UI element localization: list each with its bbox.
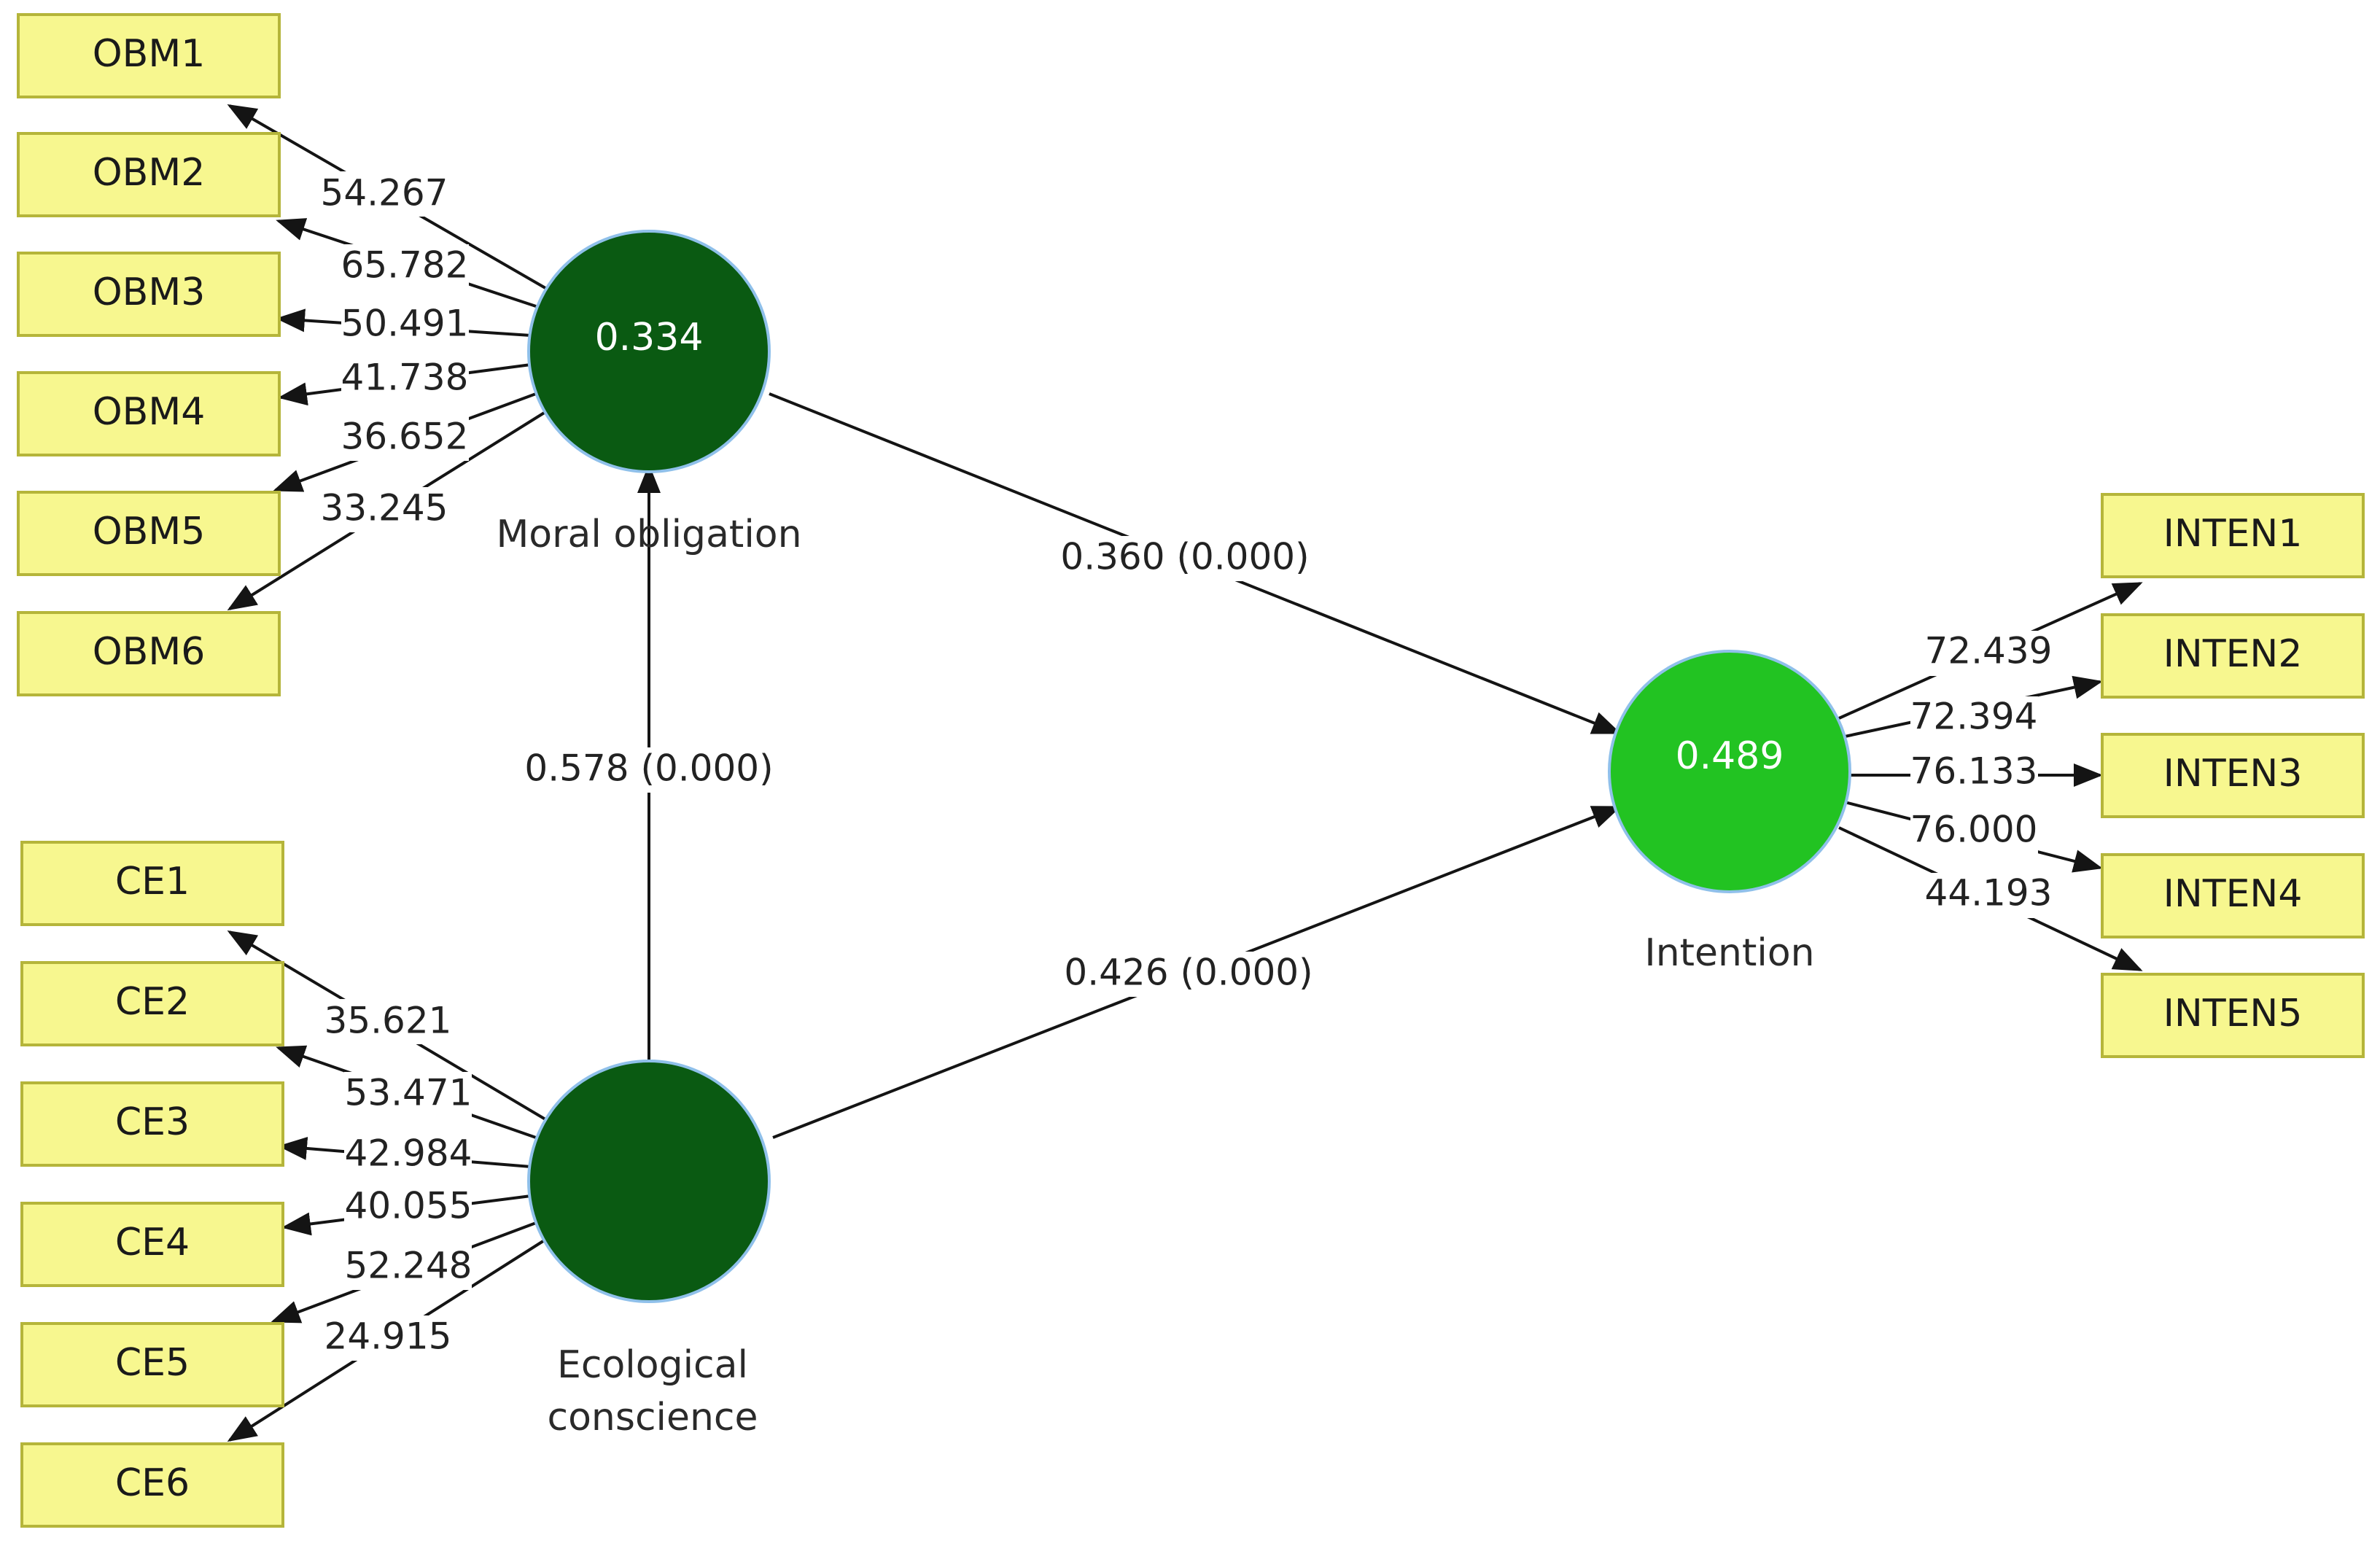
path-label-moral-obligation-to-intention: 0.360 (0.000) — [1060, 536, 1309, 578]
indicator-obm5[interactable]: OBM5 — [17, 491, 281, 576]
path-label-ecological-conscience-to-moral-obligation: 0.578 (0.000) — [524, 747, 773, 790]
halo-ce1 — [324, 999, 452, 1044]
halo-ce3 — [344, 1132, 472, 1178]
loading-label-inten2: 72.394 — [1910, 696, 2038, 738]
indicator-label-obm2: OBM2 — [93, 151, 206, 195]
halo-obm5 — [341, 416, 469, 461]
loading-label-ce5: 52.248 — [345, 1245, 472, 1287]
indicator-label-ce3: CE3 — [115, 1100, 190, 1144]
loading-label-obm4: 41.738 — [341, 357, 469, 399]
ecological-conscience-label-line2: conscience — [547, 1396, 758, 1439]
indicator-ce1[interactable]: CE1 — [20, 841, 284, 926]
loading-label-obm5: 36.652 — [341, 416, 469, 458]
indicator-label-inten5: INTEN5 — [2163, 992, 2303, 1035]
moral-obligation-node[interactable] — [527, 230, 771, 473]
halo-obm4 — [341, 357, 469, 403]
indicator-obm1[interactable]: OBM1 — [17, 13, 281, 98]
indicator-label-obm3: OBM3 — [93, 271, 206, 314]
loading-label-obm3: 50.491 — [341, 303, 469, 345]
loading-label-ce1: 35.621 — [324, 1000, 452, 1042]
path-label-ecological-conscience-to-intention: 0.426 (0.000) — [1064, 952, 1312, 994]
halo-ce6 — [324, 1315, 452, 1361]
loading-label-inten3: 76.133 — [1910, 750, 2038, 793]
halo-ce2 — [344, 1072, 472, 1117]
halo-obm1 — [321, 171, 448, 217]
ecological-conscience-node[interactable] — [527, 1060, 771, 1303]
loading-label-obm6: 33.245 — [321, 487, 448, 529]
indicator-inten1[interactable]: INTEN1 — [2101, 493, 2365, 578]
halo-path-ce-mo — [532, 747, 766, 793]
halo-inten3 — [1910, 751, 2038, 796]
structural-paths — [637, 392, 1622, 1139]
halo-inten2 — [1910, 696, 2038, 742]
indicator-label-inten2: INTEN2 — [2163, 632, 2303, 676]
indicator-label-ce1: CE1 — [115, 860, 190, 903]
indicator-label-obm5: OBM5 — [93, 510, 206, 553]
indicator-ce6[interactable]: CE6 — [20, 1442, 284, 1528]
loading-label-obm2: 65.782 — [341, 244, 469, 287]
halo-obm6 — [321, 487, 448, 532]
indicator-ce3[interactable]: CE3 — [20, 1081, 284, 1167]
indicator-ce4[interactable]: CE4 — [20, 1202, 284, 1287]
indicator-label-ce5: CE5 — [115, 1341, 190, 1385]
indicator-label-inten4: INTEN4 — [2163, 872, 2303, 916]
loading-label-inten1: 72.439 — [1925, 630, 2053, 672]
indicator-inten3[interactable]: INTEN3 — [2101, 733, 2365, 818]
construct-ecological-conscience[interactable]: Ecological conscience — [527, 1060, 771, 1439]
halo-path-ce-int — [1072, 952, 1305, 997]
halo-obm2 — [341, 244, 469, 289]
label-halos — [321, 171, 2053, 1361]
loading-label-ce3: 42.984 — [345, 1132, 472, 1175]
indicator-label-obm6: OBM6 — [93, 630, 206, 674]
loading-label-ce2: 53.471 — [345, 1072, 472, 1114]
indicator-label-ce2: CE2 — [115, 980, 190, 1024]
loading-label-inten5: 44.193 — [1925, 872, 2053, 914]
ecological-conscience-indicators: CE1 CE2 CE3 CE4 CE5 CE6 — [20, 841, 284, 1528]
indicator-inten2[interactable]: INTEN2 — [2101, 613, 2365, 699]
indicator-label-obm4: OBM4 — [93, 390, 206, 434]
halo-ce5 — [344, 1245, 472, 1290]
indicator-label-inten1: INTEN1 — [2163, 512, 2303, 556]
ecological-conscience-label-line1: Ecological — [557, 1343, 748, 1387]
indicator-label-ce4: CE4 — [115, 1221, 190, 1264]
indicator-obm3[interactable]: OBM3 — [17, 252, 281, 337]
halo-inten4 — [1910, 809, 2038, 855]
indicator-label-ce6: CE6 — [115, 1461, 190, 1505]
construct-moral-obligation[interactable]: 0.334 Moral obligation — [496, 230, 802, 556]
indicator-obm6[interactable]: OBM6 — [17, 611, 281, 696]
intention-indicators: INTEN1 INTEN2 INTEN3 INTEN4 INTEN5 — [2101, 493, 2365, 1058]
indicator-label-inten3: INTEN3 — [2163, 752, 2303, 796]
halo-inten1 — [1925, 631, 2053, 676]
construct-intention[interactable]: 0.489 Intention — [1608, 650, 1851, 975]
loading-label-obm1: 54.267 — [321, 172, 448, 214]
loading-label-inten4: 76.000 — [1910, 809, 2038, 851]
indicator-obm2[interactable]: OBM2 — [17, 132, 281, 217]
indicator-ce5[interactable]: CE5 — [20, 1322, 284, 1407]
loading-labels: 54.267 65.782 50.491 41.738 36.652 33.24… — [321, 172, 2053, 1358]
moral-obligation-indicators: OBM1 OBM2 OBM3 OBM4 OBM5 OBM6 — [17, 13, 281, 696]
halo-ce4 — [344, 1185, 472, 1230]
halo-inten5 — [1925, 873, 2053, 918]
moral-obligation-label: Moral obligation — [496, 513, 801, 556]
indicator-inten4[interactable]: INTEN4 — [2101, 853, 2365, 938]
intention-label: Intention — [1644, 931, 1814, 975]
halo-path-mo-int — [1068, 536, 1302, 581]
indicator-inten5[interactable]: INTEN5 — [2101, 973, 2365, 1058]
loading-label-ce6: 24.915 — [324, 1315, 452, 1358]
indicator-obm4[interactable]: OBM4 — [17, 371, 281, 456]
indicator-label-obm1: OBM1 — [93, 32, 206, 76]
indicator-ce2[interactable]: CE2 — [20, 961, 284, 1046]
intention-r2: 0.489 — [1676, 734, 1784, 778]
intention-node[interactable] — [1608, 650, 1851, 893]
halo-obm3 — [341, 303, 469, 348]
path-coefficient-labels: 0.360 (0.000) 0.578 (0.000) 0.426 (0.000… — [524, 536, 1312, 994]
loading-label-ce4: 40.055 — [345, 1185, 472, 1227]
moral-obligation-r2: 0.334 — [595, 316, 704, 359]
